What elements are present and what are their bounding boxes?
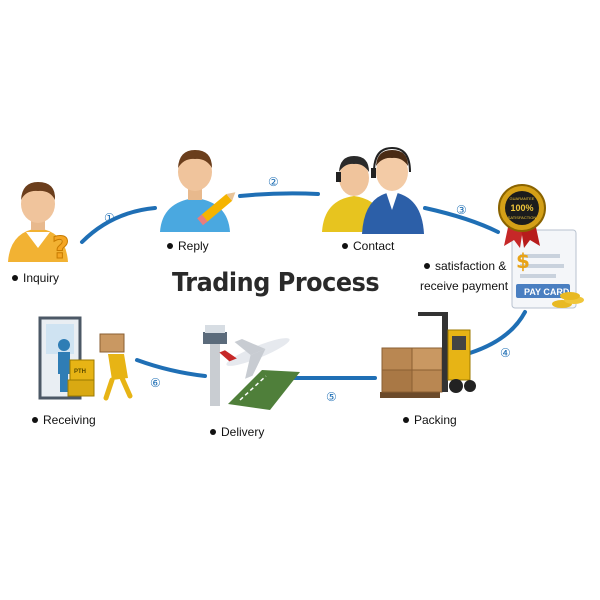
bullet-dot bbox=[403, 417, 409, 423]
airplane-tower-icon bbox=[203, 325, 300, 410]
process-flow-path bbox=[80, 191, 527, 380]
step-number-2: ② bbox=[268, 175, 279, 189]
connector-2 bbox=[238, 191, 320, 198]
step-number-3: ③ bbox=[456, 203, 467, 217]
bullet-dot bbox=[12, 275, 18, 281]
connector-3 bbox=[423, 206, 500, 234]
headset-agents-icon bbox=[322, 146, 424, 234]
connector-1 bbox=[80, 206, 157, 244]
step-label-inquiry: Inquiry bbox=[12, 270, 59, 286]
step-label-delivery: Delivery bbox=[210, 424, 264, 440]
pay-card-text: PAY CARD bbox=[524, 287, 570, 297]
step-label-text: Receiving bbox=[43, 413, 96, 427]
diagram-title: Trading Process bbox=[172, 268, 380, 298]
box-mark-text: PTH bbox=[74, 369, 86, 375]
step-label-text: Packing bbox=[414, 413, 457, 427]
pay-card-guarantee-icon: PAY CARD $ GUARANTEE 100% SATISFACTION bbox=[498, 184, 584, 309]
bullet-dot bbox=[32, 417, 38, 423]
connector-4 bbox=[468, 310, 527, 355]
step-number-5: ⑤ bbox=[326, 390, 337, 404]
step-label-text: Contact bbox=[353, 239, 395, 253]
guarantee-top-text: GUARANTEE bbox=[510, 196, 535, 201]
step-label-reply: Reply bbox=[167, 238, 209, 254]
step-label-text: Inquiry bbox=[23, 271, 60, 285]
bullet-dot bbox=[167, 243, 173, 249]
step-label-packing: Packing bbox=[403, 412, 457, 428]
step-label-receiving: Receiving bbox=[32, 412, 96, 428]
svg-text:?: ? bbox=[52, 231, 69, 266]
step-label-payment-line2: receive payment bbox=[420, 278, 508, 294]
step-label-text: Delivery bbox=[221, 425, 265, 439]
step-label-payment-line1: satisfaction & bbox=[424, 258, 506, 274]
bullet-dot bbox=[210, 429, 216, 435]
step-label-text: receive payment bbox=[420, 279, 509, 293]
step-label-text: Reply bbox=[178, 239, 209, 253]
svg-text:$: $ bbox=[516, 249, 530, 273]
forklift-boxes-icon bbox=[380, 312, 476, 398]
person-question-icon: ? bbox=[8, 182, 70, 267]
step-number-4: ④ bbox=[500, 346, 511, 360]
person-pencil-icon bbox=[160, 150, 236, 232]
step-number-6: ⑥ bbox=[150, 376, 161, 390]
guarantee-percent-text: 100% bbox=[510, 203, 533, 213]
connector-6 bbox=[135, 358, 207, 378]
bullet-dot bbox=[342, 243, 348, 249]
step-label-text: satisfaction & bbox=[435, 259, 507, 273]
bullet-dot bbox=[424, 263, 430, 269]
step-number-1: ① bbox=[104, 211, 115, 225]
guarantee-bottom-text: SATISFACTION bbox=[508, 215, 537, 220]
door-delivery-icon: PTH bbox=[38, 316, 133, 401]
step-label-contact: Contact bbox=[342, 238, 394, 254]
